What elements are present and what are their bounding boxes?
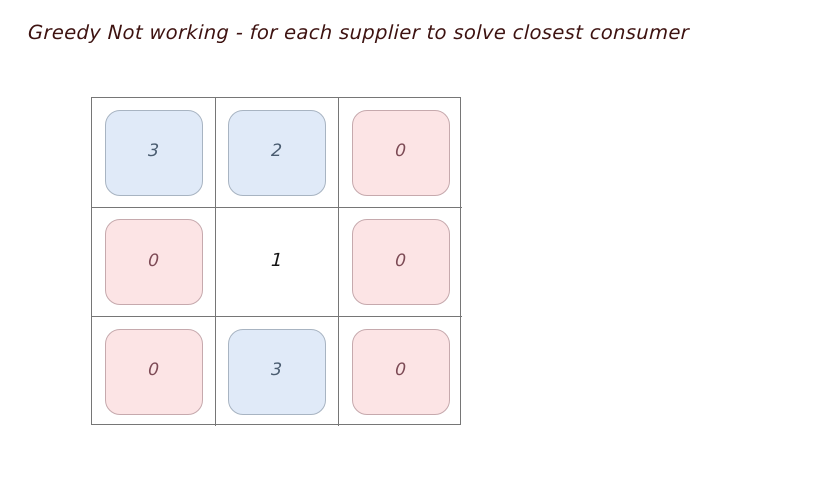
cell-box-consumer[interactable]: 0 (104, 328, 203, 415)
cell-box-consumer[interactable]: 0 (351, 109, 450, 196)
cell-value: 0 (394, 141, 407, 161)
grid-cell[interactable]: 0 (92, 208, 216, 317)
page-title: Greedy Not working - for each supplier t… (27, 21, 690, 44)
cell-value: 1 (270, 250, 284, 271)
cell-box-consumer[interactable]: 0 (351, 219, 450, 305)
cell-box-consumer[interactable]: 0 (104, 219, 203, 305)
cell-value: 0 (394, 250, 407, 271)
grid-cell[interactable]: 2 (216, 98, 339, 208)
cell-box-supplier[interactable]: 3 (104, 109, 203, 196)
cell-box-supplier[interactable]: 3 (228, 328, 326, 415)
grid-cell[interactable]: 0 (339, 317, 462, 426)
cell-value: 3 (147, 141, 160, 161)
grid-cell[interactable]: 0 (339, 208, 462, 317)
cell-box-consumer[interactable]: 0 (351, 328, 450, 415)
grid-cell[interactable]: 3 (216, 317, 339, 426)
grid-cell[interactable]: 0 (92, 317, 216, 426)
cell-value: 0 (147, 360, 160, 380)
supplier-consumer-grid: 3 2 0 0 1 0 (91, 97, 462, 426)
grid-cell[interactable]: 3 (92, 98, 216, 208)
grid-cell[interactable]: 0 (339, 98, 462, 208)
cell-box-supplier[interactable]: 2 (228, 109, 326, 196)
cell-box-plain: 1 (228, 219, 326, 305)
cell-value: 0 (394, 360, 407, 380)
cell-value: 2 (270, 141, 284, 161)
cell-value: 0 (147, 250, 160, 271)
cell-value: 3 (270, 360, 284, 380)
grid-cell[interactable]: 1 (216, 208, 339, 317)
